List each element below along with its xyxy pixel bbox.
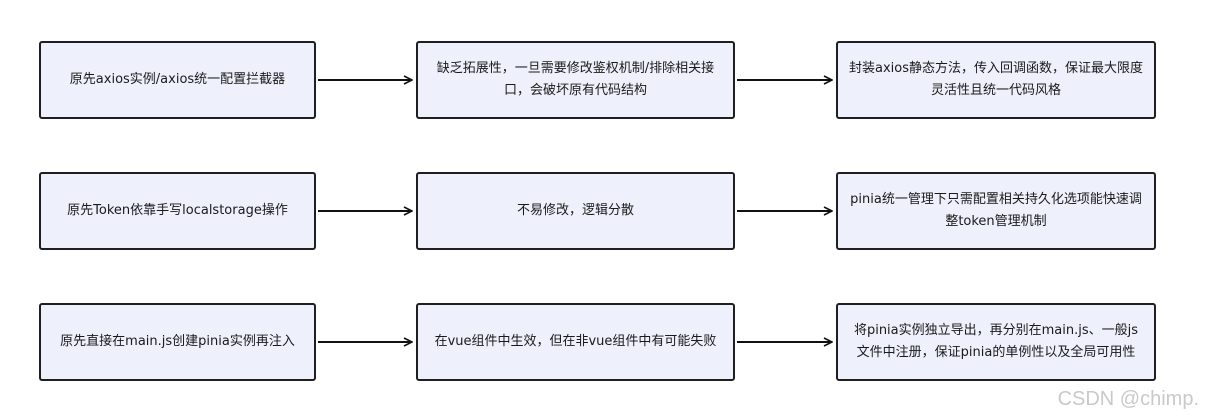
node-label: 原先axios实例/axios统一配置拦截器 (69, 72, 286, 87)
node-label: 原先Token依靠手写localstorage操作 (67, 203, 288, 218)
watermark: CSDN @chimp. (1057, 388, 1199, 410)
node-label: 缺乏拓展性，一旦需要修改鉴权机制/排除相关接口，会破坏原有代码结构 (436, 61, 715, 98)
node-problem-2: 不易修改，逻辑分散 (416, 172, 735, 250)
node-solution-3: 将pinia实例独立导出，再分别在main.js、一般js文件中注册，保证pin… (836, 303, 1156, 381)
node-source-2: 原先Token依靠手写localstorage操作 (39, 172, 316, 250)
node-label: 将pinia实例独立导出，再分别在main.js、一般js文件中注册，保证pin… (853, 323, 1139, 360)
node-source-3: 原先直接在main.js创建pinia实例再注入 (39, 303, 316, 381)
node-label: 在vue组件中生效，但在非vue组件中有可能失败 (434, 334, 717, 349)
node-solution-1: 封装axios静态方法，传入回调函数，保证最大限度灵活性且统一代码风格 (836, 41, 1156, 119)
node-label: 不易修改，逻辑分散 (516, 203, 634, 218)
node-label: 封装axios静态方法，传入回调函数，保证最大限度灵活性且统一代码风格 (849, 61, 1143, 98)
node-label: 原先直接在main.js创建pinia实例再注入 (60, 334, 295, 349)
node-source-1: 原先axios实例/axios统一配置拦截器 (39, 41, 316, 119)
node-label: pinia统一管理下只需配置相关持久化选项能快速调整token管理机制 (850, 192, 1142, 229)
node-solution-2: pinia统一管理下只需配置相关持久化选项能快速调整token管理机制 (836, 172, 1156, 250)
node-problem-3: 在vue组件中生效，但在非vue组件中有可能失败 (416, 303, 735, 381)
node-problem-1: 缺乏拓展性，一旦需要修改鉴权机制/排除相关接口，会破坏原有代码结构 (416, 41, 735, 119)
